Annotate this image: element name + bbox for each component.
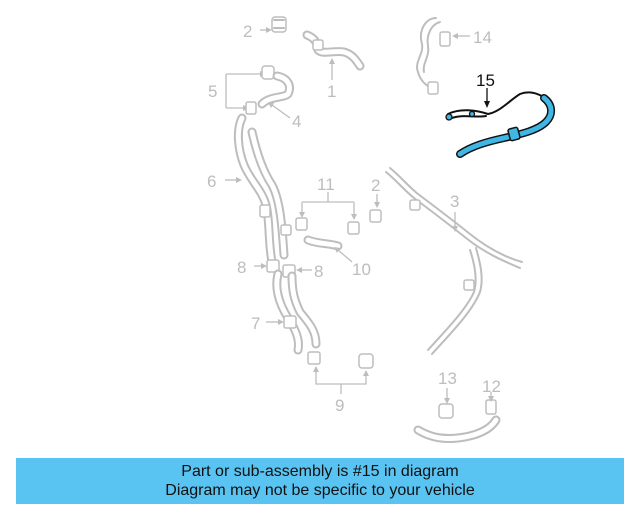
banner-line-2: Diagram may not be specific to your vehi… bbox=[165, 482, 475, 499]
callout-2-top: 2 bbox=[243, 22, 252, 41]
callout-12: 12 bbox=[482, 377, 501, 396]
part-2-clip-middle[interactable] bbox=[369, 209, 382, 223]
part-9-clamps[interactable] bbox=[307, 351, 374, 369]
callout-2-middle: 2 bbox=[371, 176, 380, 195]
callout-5: 5 bbox=[208, 82, 217, 101]
part-5-clamps[interactable] bbox=[245, 65, 275, 115]
callout-14: 14 bbox=[473, 28, 492, 47]
part-14-hose[interactable] bbox=[416, 17, 451, 95]
callout-6: 6 bbox=[207, 172, 216, 191]
banner-line-1: Part or sub-assembly is #15 in diagram bbox=[181, 463, 459, 480]
part-6-pipe[interactable] bbox=[233, 113, 292, 267]
callout-11: 11 bbox=[317, 175, 335, 194]
callout-7: 7 bbox=[251, 314, 260, 333]
part-4-hose[interactable] bbox=[257, 71, 294, 109]
part-3-pipe[interactable] bbox=[385, 167, 523, 355]
callout-4: 4 bbox=[292, 112, 301, 131]
part-1-hose[interactable] bbox=[302, 30, 365, 71]
callout-8-right: 8 bbox=[314, 262, 323, 281]
callout-13: 13 bbox=[438, 369, 457, 388]
callout-8-left: 8 bbox=[237, 258, 246, 277]
part-12-13-hose[interactable] bbox=[413, 399, 501, 443]
part-2-clamp[interactable] bbox=[271, 16, 287, 33]
part-7-hose[interactable] bbox=[272, 269, 321, 355]
parts-diagram: 2 1 5 4 6 8 8 bbox=[207, 16, 555, 443]
callout-15: 15 bbox=[476, 71, 495, 90]
callout-3: 3 bbox=[450, 192, 459, 211]
callout-10: 10 bbox=[352, 260, 371, 279]
info-banner: Part or sub-assembly is #15 in diagram D… bbox=[16, 458, 624, 504]
part-15-pressure-hose[interactable] bbox=[445, 91, 555, 158]
callout-1: 1 bbox=[327, 82, 336, 101]
callout-9: 9 bbox=[335, 396, 344, 415]
part-10-hose[interactable] bbox=[303, 235, 343, 251]
part-11-clamps[interactable] bbox=[295, 217, 360, 235]
